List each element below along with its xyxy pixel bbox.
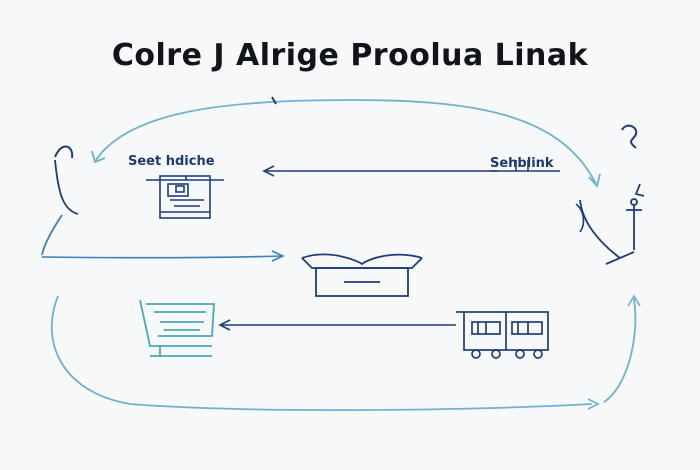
bottom-loop-arrowhead-left (587, 398, 600, 410)
workstation-icon (146, 175, 224, 219)
top-loop-mid-tick (271, 96, 277, 105)
top-right-node-label: Sehblink (490, 156, 554, 171)
top-left-arrowhead (262, 165, 275, 177)
right-side-bracket (575, 203, 585, 233)
top-right-node-icon (490, 160, 560, 172)
right-up-arrowhead (627, 294, 641, 307)
top-loop-arrow (95, 99, 597, 185)
monitor-cart-icon (139, 299, 215, 357)
diagram-title: Colre J Alrige Proolua Linak (111, 38, 589, 73)
person-figure-icon (579, 183, 645, 265)
bottom-loop-arrow (50, 295, 593, 411)
middle-right-arrowhead (271, 250, 285, 262)
left-curl (54, 145, 74, 159)
left-down-stroke (41, 214, 63, 256)
right-up-loop-arrow (603, 297, 637, 403)
top-left-node-label: Seet hdiche (128, 154, 215, 169)
vehicle-icon (456, 311, 549, 359)
middle-right-arrow (41, 255, 283, 259)
left-vertical-line (54, 159, 79, 215)
box-icon (301, 253, 423, 297)
bottom-left-arrowhead (218, 319, 231, 331)
right-top-hook (621, 124, 638, 149)
top-loop-arrowhead-right (588, 173, 601, 188)
top-loop-arrowhead-left (91, 150, 106, 164)
